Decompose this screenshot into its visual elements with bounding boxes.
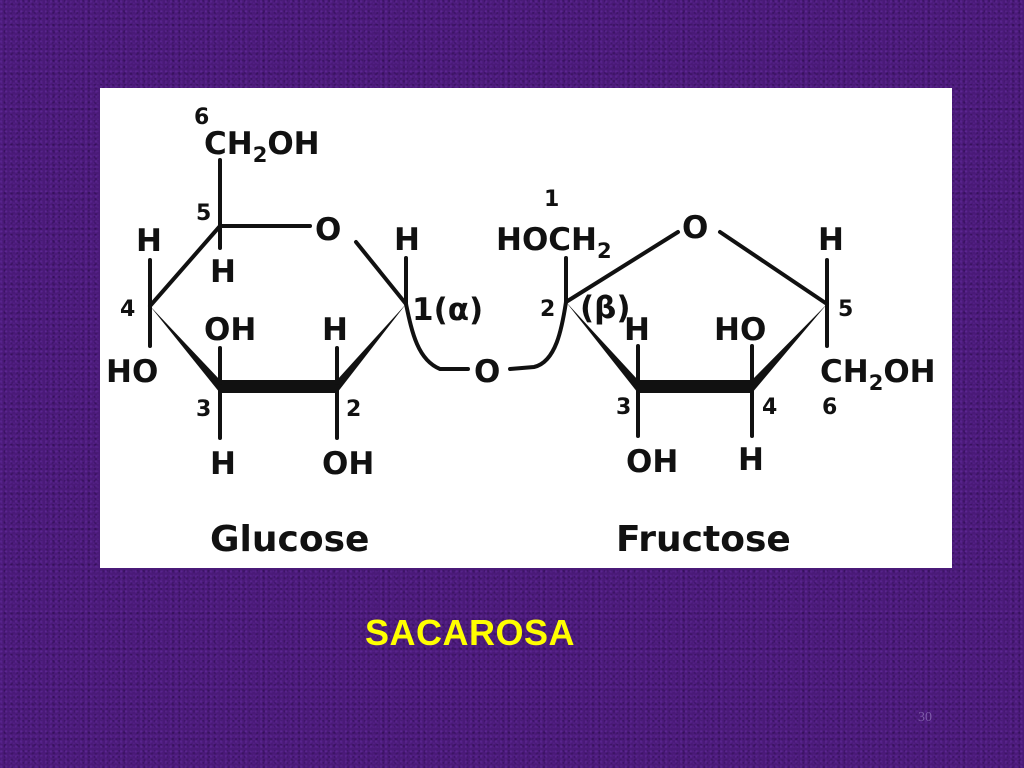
glucose-labels: 6 CH2OH 5 O H H H 4 1(α) OH H HO 3 2 H O… bbox=[106, 105, 483, 560]
glucose-ring-bonds bbox=[148, 224, 408, 393]
glucose-ring-oxygen: O bbox=[315, 212, 341, 248]
bond-c1-o-link bbox=[404, 302, 470, 371]
structure-svg: 6 CH2OH 5 O H H H 4 1(α) OH H HO 3 2 H O… bbox=[106, 105, 936, 560]
bold-bond-c3-c4 bbox=[638, 380, 752, 393]
slide-title: SACAROSA bbox=[364, 612, 575, 653]
bold-bond-c3-c2 bbox=[220, 380, 337, 393]
glucose-c3-h: H bbox=[210, 446, 236, 482]
glycosidic-oxygen: O bbox=[474, 354, 500, 390]
glucose-c2-number: 2 bbox=[346, 397, 361, 422]
fructose-c6-number: 6 bbox=[822, 395, 837, 420]
glucose-c4-ho: HO bbox=[106, 354, 158, 390]
fructose-c3-h: H bbox=[624, 312, 650, 348]
fructose-c3-number: 3 bbox=[616, 395, 631, 420]
glucose-c6-number: 6 bbox=[194, 105, 209, 130]
fructose-substituent-bonds bbox=[564, 256, 829, 438]
fructose-c6-group: CH2OH bbox=[820, 354, 936, 395]
bond-c2-o bbox=[564, 230, 680, 304]
wedge-c4-c5 bbox=[752, 304, 827, 393]
slide-number: 30 bbox=[918, 710, 932, 725]
fructose-c1-number: 1 bbox=[544, 187, 559, 212]
fructose-c2-config: (β) bbox=[580, 290, 631, 326]
glycosidic-linkage bbox=[404, 300, 568, 371]
fructose-c5-number: 5 bbox=[838, 297, 853, 322]
glucose-c5-number: 5 bbox=[196, 201, 211, 226]
glucose-c4-h: H bbox=[136, 223, 162, 259]
fructose-c5-h: H bbox=[818, 222, 844, 258]
sucrose-structure-diagram: 6 CH2OH 5 O H H H 4 1(α) OH H HO 3 2 H O… bbox=[100, 88, 952, 568]
fructose-ring-bonds bbox=[564, 230, 829, 393]
glucose-c1-h: H bbox=[394, 222, 420, 258]
wedge-c4-c3 bbox=[150, 306, 220, 393]
glucose-c6-group: CH2OH bbox=[204, 126, 320, 167]
glucose-c3-oh: OH bbox=[204, 312, 256, 348]
fructose-ring-oxygen: O bbox=[682, 210, 708, 246]
glucose-c4-number: 4 bbox=[120, 297, 135, 322]
fructose-c2-number: 2 bbox=[540, 297, 555, 322]
fructose-c1-group: HOCH2 bbox=[496, 222, 612, 263]
glucose-caption: Glucose bbox=[210, 519, 369, 560]
fructose-c4-number: 4 bbox=[762, 395, 777, 420]
glucose-c2-oh: OH bbox=[322, 446, 374, 482]
fructose-c3-oh: OH bbox=[626, 444, 678, 480]
glucose-substituent-bonds bbox=[148, 158, 408, 440]
glucose-c1-number: 1(α) bbox=[412, 292, 483, 328]
bond-o-c5 bbox=[718, 230, 829, 306]
bond-c5-c4 bbox=[148, 224, 222, 308]
bond-o-c1 bbox=[354, 240, 408, 306]
fructose-caption: Fructose bbox=[616, 519, 791, 560]
bond-o-c2-link bbox=[508, 300, 568, 371]
wedge-c2-c3 bbox=[566, 302, 638, 393]
fructose-labels: 1 O HOCH2 H 2 (β) 5 H HO CH2OH 3 4 6 OH … bbox=[496, 187, 936, 560]
wedge-c2-c1 bbox=[337, 304, 406, 393]
glucose-c5-h: H bbox=[210, 254, 236, 290]
glucose-c2-h: H bbox=[322, 312, 348, 348]
fructose-c4-h: H bbox=[738, 442, 764, 478]
glucose-c3-number: 3 bbox=[196, 397, 211, 422]
fructose-c4-ho: HO bbox=[714, 312, 766, 348]
